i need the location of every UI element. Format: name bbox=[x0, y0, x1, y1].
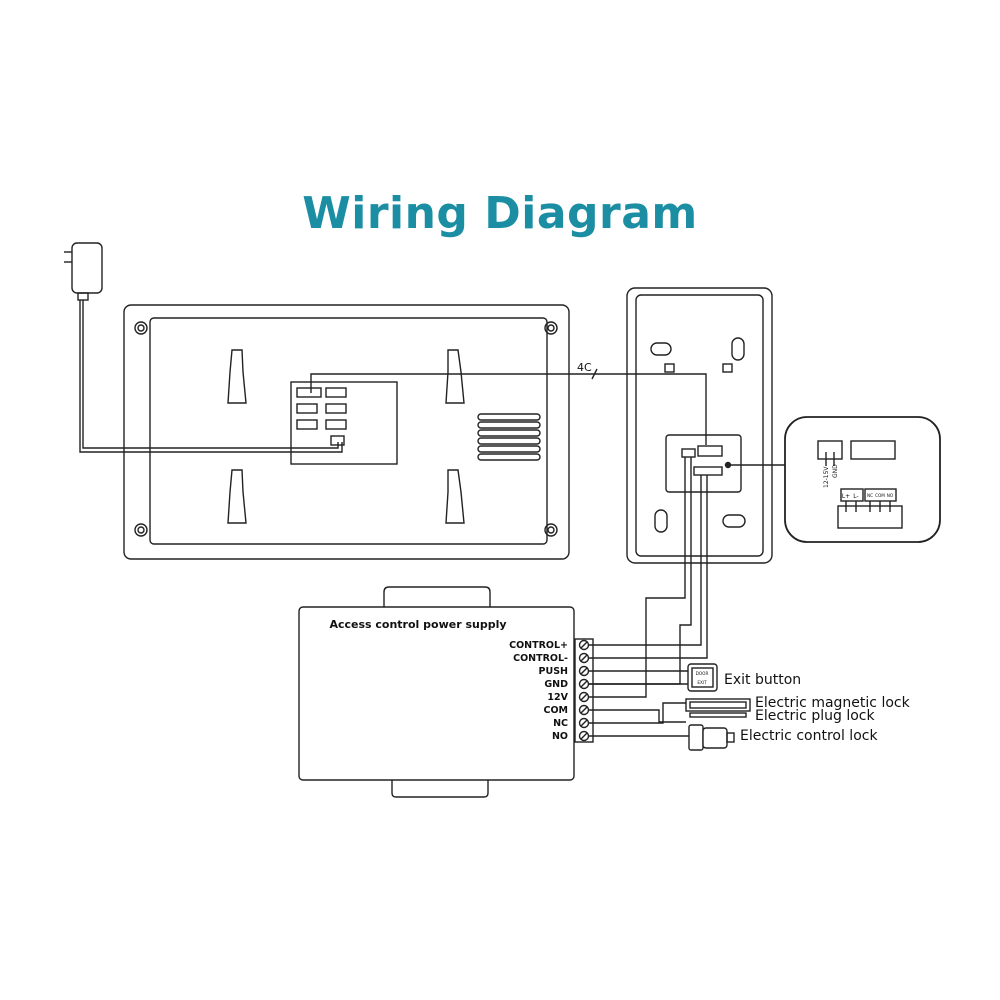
inset-power-label: 12-15V bbox=[823, 466, 830, 488]
control-lock-device bbox=[688, 724, 735, 751]
exit-button-device bbox=[589, 663, 718, 692]
inset-relay-label: NO bbox=[887, 493, 894, 498]
inset-relay-label: L- bbox=[853, 493, 858, 500]
outdoor-unit bbox=[626, 287, 773, 564]
terminal-label: CONTROL+ bbox=[509, 640, 568, 651]
cable-label: 4C bbox=[577, 361, 592, 374]
inset-relay-label: NC bbox=[867, 493, 873, 498]
inset-gnd-label: GND bbox=[832, 464, 839, 478]
access-control-power-supply bbox=[298, 586, 594, 798]
magnetic-lock-device bbox=[685, 698, 751, 718]
magnetic-lock-label: Electric magnetic lock bbox=[755, 695, 911, 711]
exit-button-face-text: DOOR bbox=[696, 671, 709, 676]
terminal-label: PUSH bbox=[539, 666, 569, 677]
exit-button-label: Exit button bbox=[724, 672, 801, 688]
terminal-label: NO bbox=[552, 731, 568, 742]
terminal-label: GND bbox=[544, 679, 568, 690]
inset-relay-label: L+ bbox=[842, 493, 850, 500]
terminal-label: NC bbox=[553, 718, 568, 729]
terminal-label: COM bbox=[543, 705, 568, 716]
indoor-monitor bbox=[123, 304, 570, 560]
control-wires bbox=[589, 457, 708, 698]
power-supply-label: Access control power supply bbox=[329, 618, 506, 631]
plug-lock-label: Electric plug lock bbox=[755, 708, 875, 724]
terminal-label: 12V bbox=[547, 692, 568, 703]
exit-button-face-text: EXIT bbox=[697, 680, 707, 685]
terminal-label: CONTROL- bbox=[513, 653, 568, 664]
lock-wiring bbox=[589, 702, 689, 737]
diagram-title: Wiring Diagram bbox=[302, 188, 698, 239]
terminal-screws bbox=[578, 639, 590, 742]
four-core-cable bbox=[310, 373, 707, 445]
control-lock-label: Electric control lock bbox=[740, 728, 878, 744]
inset-relay-label: COM bbox=[875, 493, 885, 498]
terminal-zoom-inset bbox=[784, 416, 941, 543]
